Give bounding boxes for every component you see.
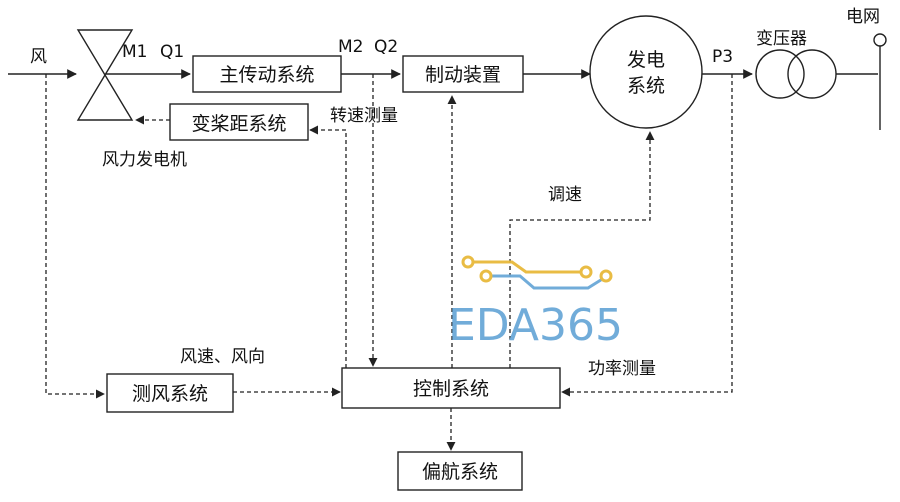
power-measure-label: 功率测量: [588, 359, 656, 379]
eda365-watermark-logo: EDA365: [448, 255, 623, 351]
wind-measurement-system-box: 测风系统: [106, 373, 234, 413]
yaw-label: 偏航系统: [422, 461, 498, 483]
generator-label-line1: 发电: [627, 49, 665, 71]
wind-speed-direction-label: 风速、风向: [180, 347, 265, 367]
wind-to-wind-measure-arrow: [45, 74, 105, 399]
brake-device-box: 制动装置: [402, 55, 524, 93]
circuit-trace-icon: [461, 255, 613, 290]
transformer-symbol: [755, 49, 837, 99]
q2-label: Q2: [374, 37, 398, 57]
grid-symbol: [873, 33, 887, 130]
control-to-pitch-arrow: [309, 125, 347, 368]
speed-measure-label: 转速测量: [330, 106, 398, 126]
transformer-label: 变压器: [756, 29, 807, 49]
power-measure-arrow: [561, 74, 733, 397]
wind-label: 风: [30, 47, 47, 67]
m2-label: M2: [338, 37, 363, 57]
brake-label: 制动装置: [425, 64, 501, 86]
wind-turbine-symbol: [76, 29, 134, 121]
q1-label: Q1: [160, 42, 184, 62]
turbine-label: 风力发电机: [102, 150, 187, 170]
m1-label: M1: [122, 42, 147, 62]
speed-regulation-arrow: [509, 131, 655, 368]
generator-system-circle: 发电 系统: [589, 15, 703, 129]
wind-measure-label: 测风系统: [132, 383, 208, 405]
yaw-system-box: 偏航系统: [397, 451, 523, 491]
watermark-text: EDA365: [448, 300, 623, 351]
grid-label: 电网: [846, 7, 880, 27]
main-drive-label: 主传动系统: [219, 64, 314, 86]
generator-label-line2: 系统: [627, 75, 665, 97]
main-drive-system-box: 主传动系统: [192, 55, 342, 93]
control-label: 控制系统: [413, 378, 489, 400]
speed-regulate-label: 调速: [548, 185, 582, 205]
p3-label: P3: [712, 47, 733, 67]
pitch-system-box: 变桨距系统: [169, 103, 309, 141]
pitch-label: 变桨距系统: [191, 113, 286, 135]
control-system-box: 控制系统: [341, 367, 561, 409]
